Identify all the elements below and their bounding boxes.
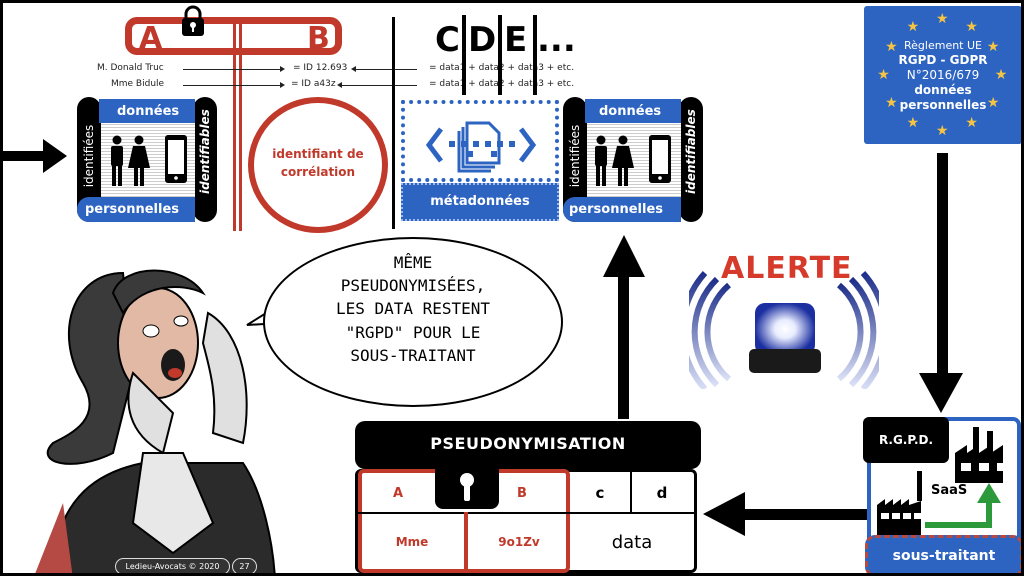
bubble-line-5: SOUS-TRAITANT [350,345,476,365]
card-bottom-label: personnelles [569,202,663,217]
card-left-vertical-label: identifiées [568,124,582,188]
eu-star-icon: ★ [906,18,920,35]
eu-star-icon: ★ [986,39,1000,55]
eu-star-icon: ★ [936,123,949,139]
mapping-arrow-2a [183,82,285,88]
alert-siren-icon [689,270,879,389]
copyright-label: Ledieu-Avocats © 2020 [115,558,230,573]
eu-star-icon: ★ [877,67,890,83]
padlock-icon [182,5,204,36]
card-right-vertical-label: identifiables [684,109,698,194]
up-arrow-shaft [618,275,629,419]
mapping-id-2: = ID a43z [291,79,336,89]
table-col-divider-ab [464,512,468,570]
card-right-vertical-label: identifiables [198,109,212,194]
eu-star-icon: ★ [965,18,978,35]
column-e: E [504,20,528,60]
correlation-line-2: corrélation [280,165,356,179]
mapping-arrow-2b [337,82,417,88]
metadata-box [401,100,559,182]
column-ellipsis: ... [537,20,576,60]
mapping-name-2: Mme Bidule [111,79,165,89]
down-arrow-shaft [937,153,948,375]
up-arrow-head [603,235,645,277]
card-top-label: données [599,104,662,119]
saas-label: SaaS [931,483,968,498]
card-left-vertical-label: identifiées [82,124,96,188]
correlation-line-1: identifiant de [272,147,364,161]
pseudonymisation-table: A B c d Mme 9o1Zv data [355,469,697,573]
column-c: C [435,20,460,60]
incoming-arrow-shaft [3,151,45,161]
rgpd-badge: R.G.P.D. [863,417,949,463]
column-d: D [468,20,497,60]
bubble-line-1: MÊME [393,253,433,272]
eu-star-icon: ★ [965,115,978,132]
mapping-name-1: M. Donald Truc [97,63,164,73]
eu-star-icon: ★ [906,115,920,132]
table-header-c: c [595,484,605,502]
speech-bubble [263,237,563,407]
table-header-b: B [517,485,527,501]
incoming-arrow-head [43,139,67,173]
correlation-id-circle [248,97,388,233]
page-number: 27 [232,558,257,573]
column-divider-e [533,15,537,95]
separator-line [392,17,395,229]
down-arrow-head [919,373,963,413]
speech-bubble-text: MÊME PSEUDONYMISÉES, LES DATA RESTENT "R… [263,251,563,367]
table-row-divider [358,512,694,514]
factory-processor-icon [877,471,922,535]
bubble-line-4: "RGPD" POUR LE [345,322,481,342]
eu-star-icon: ★ [936,11,949,27]
eu-line-1: Règlement UE [904,39,982,52]
key-b-label: B [307,21,330,56]
people-phone-icon [595,135,671,186]
eu-star-icon: ★ [994,67,1008,83]
transfer-arrow-icon [925,483,1001,528]
factory-cloud-icon [955,427,1007,483]
eu-regulation-badge [864,6,1021,144]
metadata-code-icon [425,121,537,173]
table-value-b: 9o1Zv [498,535,540,549]
left-arrow-shaft [743,509,869,520]
keyhole-lock-icon [435,463,499,509]
table-header-a: A [392,485,404,501]
table-col-divider-cd [630,472,632,512]
metadata-label: métadonnées [401,183,559,221]
column-divider-cd [462,15,466,95]
card-top-label: données [117,104,180,119]
character-illustration [35,269,276,573]
mapping-arrow-1a [183,66,285,72]
processor-label: sous-traitant [865,535,1021,573]
personal-data-card-left: données personnelles identifiées identif… [77,97,217,222]
key-a-label: A [139,21,163,56]
eu-line-2: RGPD - GDPR [898,53,988,67]
personal-data-card-right: données personnelles identifiées identif… [563,97,703,222]
eu-line-3: N°2016/679 [906,68,980,82]
bubble-line-3: LES DATA RESTENT [335,299,491,319]
eu-star-icon: ★ [986,95,1000,111]
card-bottom-label: personnelles [85,202,179,217]
column-divider-de [498,15,502,95]
key-divider-left [233,17,236,231]
table-header-d: d [656,484,668,502]
table-value-a: Mme [395,535,429,549]
left-arrow-head [703,492,745,536]
people-phone-icon [111,135,187,186]
eu-star-icon: ★ [885,39,898,55]
table-value-data: data [611,531,653,553]
eu-line-5: personnelles [899,98,987,112]
eu-star-icon: ★ [885,95,898,111]
alert-label: ALERTE [721,251,853,286]
eu-line-4: données [914,83,972,97]
bubble-line-2: PSEUDONYMISÉES, [340,276,486,296]
mapping-arrow-1b [351,66,417,72]
key-divider-right [239,17,242,231]
pseudonymisation-title: PSEUDONYMISATION [355,421,701,469]
mapping-id-1: = ID 12.693 [293,63,348,73]
